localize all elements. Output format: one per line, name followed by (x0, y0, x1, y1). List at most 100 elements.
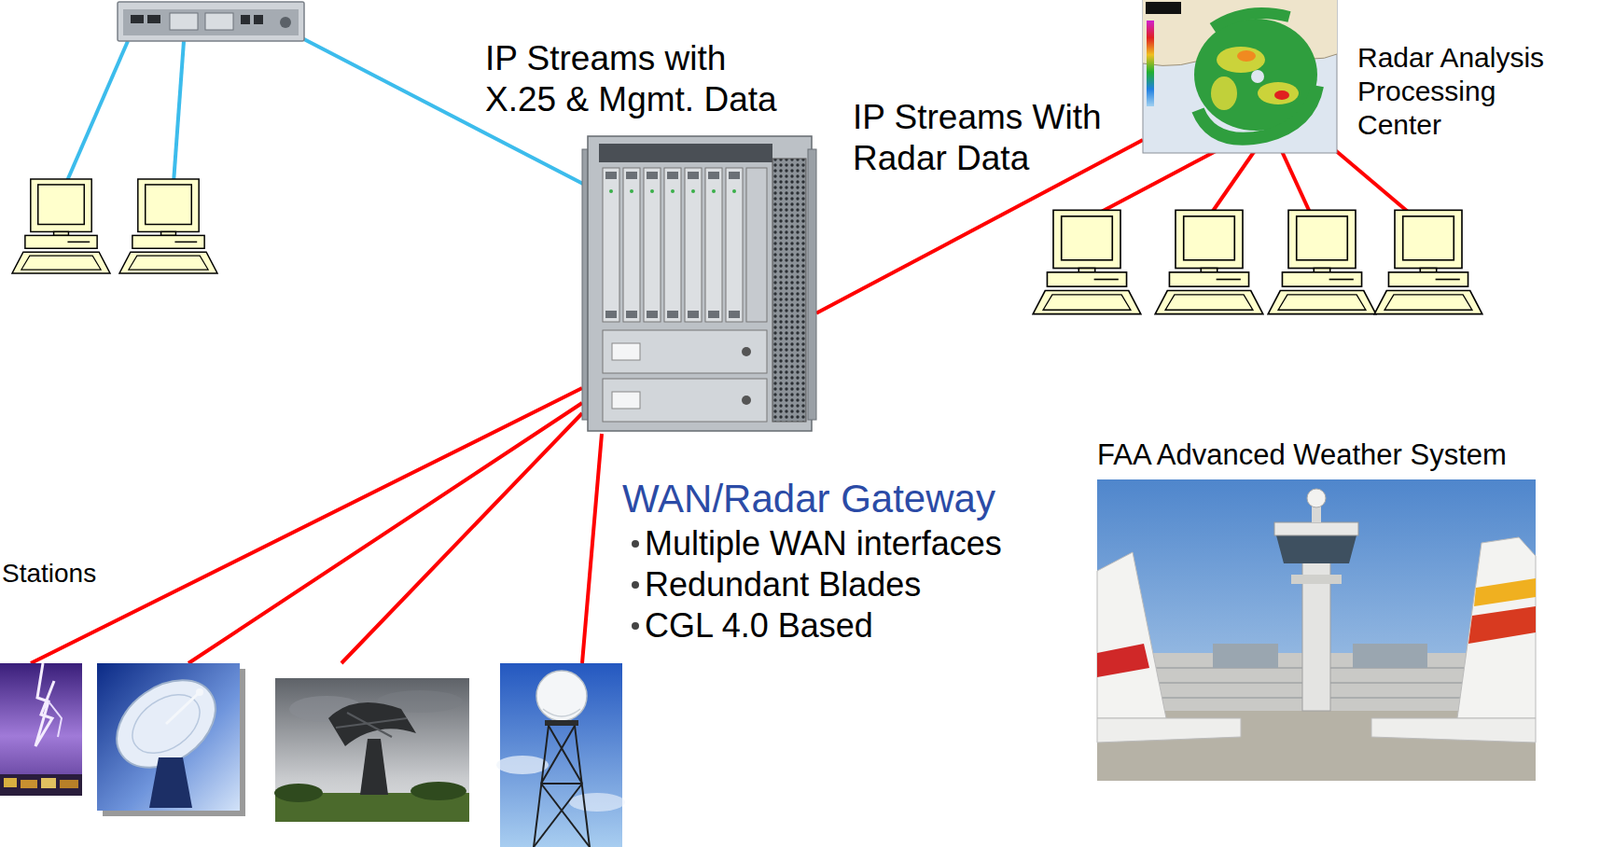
gateway-chassis (807, 149, 817, 420)
gateway-chassis (746, 167, 767, 322)
airport-photo (1276, 535, 1357, 564)
mgmt-server (240, 14, 251, 25)
gateway-chassis (728, 171, 740, 180)
radar-map (1237, 50, 1256, 62)
radome-tower-photo (533, 725, 549, 847)
airport-photo (1097, 479, 1536, 781)
radome-tower-photo (533, 725, 590, 847)
dish-photo (149, 757, 193, 808)
mgmt-server (117, 1, 305, 42)
airport-photo (1468, 606, 1536, 644)
lightning-photo (3, 778, 17, 788)
mgmt-server (117, 1, 305, 42)
antenna-photo (274, 783, 323, 803)
gateway-chassis (646, 171, 658, 180)
mgmt-server (205, 13, 234, 30)
antenna-photo (410, 781, 467, 801)
radar-map (1274, 90, 1290, 100)
feature-bullet: Redundant Blades (644, 564, 921, 606)
bullet-dot (631, 581, 640, 589)
antenna-photo (360, 738, 389, 795)
gateway-title: WAN/Radar Gateway (622, 476, 996, 522)
lan-wire (1209, 149, 1256, 217)
radar-map (1212, 13, 1290, 28)
airport-photo (1097, 552, 1167, 719)
gateway-chassis (646, 310, 658, 319)
airport-photo (1291, 574, 1342, 585)
gateway-chassis (629, 189, 634, 194)
dish-photo (166, 692, 200, 724)
radar-map (1251, 69, 1265, 84)
gateway-chassis (612, 391, 640, 409)
radome-tower-photo (496, 663, 626, 847)
airport-photo (1352, 643, 1428, 668)
dish-photo (97, 662, 246, 817)
gateway-chassis (587, 136, 812, 432)
gateway-chassis (670, 189, 675, 194)
gateway-chassis (602, 330, 767, 374)
gateway-chassis (687, 310, 699, 319)
radar-map (1257, 82, 1299, 105)
mgmt-wire (66, 41, 128, 183)
gateway-chassis (667, 171, 679, 180)
gateway-chassis (609, 189, 737, 194)
lan-wire (1092, 149, 1220, 217)
radar-map (1146, 20, 1155, 107)
gateway-chassis (732, 189, 737, 194)
feature-bullet: Multiple WAN interfaces (644, 523, 1002, 565)
radome-tower-photo (574, 725, 590, 847)
stream-label: IP Streams with X.25 & Mgmt. Data (485, 38, 789, 121)
mgmt-wire (173, 41, 184, 183)
bullet-dot (631, 540, 640, 548)
lan-wire (1092, 149, 1414, 217)
gateway-chassis (708, 310, 720, 319)
gateway-chassis (582, 136, 817, 432)
gateway-chassis (725, 167, 743, 322)
airport-photo (1097, 479, 1536, 781)
data-link (30, 388, 602, 664)
bullet-dot (631, 622, 640, 630)
antenna-photo (275, 678, 470, 822)
radar-map (1145, 1, 1182, 14)
gateway-chassis (711, 189, 716, 194)
stream-label: IP Streams With Radar Data (852, 97, 1124, 180)
lightning-photo (48, 701, 62, 738)
gateway-chassis (708, 171, 720, 180)
gateway-chassis (602, 378, 767, 422)
gateway-chassis (623, 167, 640, 322)
gateway-chassis (741, 395, 752, 405)
gateway-chassis (728, 310, 740, 319)
feature-bullet: CGL 4.0 Based (644, 605, 874, 647)
radome-tower-photo (548, 725, 583, 784)
antenna-photo (347, 712, 392, 738)
gateway-chassis (605, 171, 740, 319)
gateway-chassis (667, 310, 679, 319)
radome-tower-photo (496, 755, 549, 775)
airport-photo (1371, 718, 1536, 743)
radome-tower-photo (544, 720, 579, 726)
dish-photo (195, 688, 204, 696)
gateway-chassis (643, 167, 661, 322)
lightning-photo (59, 779, 79, 789)
gateway-chassis (598, 143, 773, 163)
gateway-chassis (705, 167, 723, 322)
radome-tower-photo (533, 783, 583, 847)
radome-tower-photo (541, 782, 583, 785)
lightning-photo (41, 778, 56, 789)
lan-wire (1280, 149, 1312, 217)
radome-tower-photo (500, 663, 623, 847)
lightning-photo (0, 774, 83, 796)
radar-map (1216, 46, 1266, 73)
mgmt-server (279, 16, 292, 28)
workstation (1374, 209, 1483, 314)
airport-photo (1097, 643, 1150, 678)
weather-system-node: FAA Advanced Weather System (1097, 479, 1536, 781)
radome-tower-photo (569, 793, 626, 812)
stations-group: Stations (0, 663, 626, 847)
gateway-chassis (684, 167, 702, 322)
gateway-chassis (741, 347, 752, 357)
gateway-chassis (626, 171, 638, 180)
center-label: Radar Analysis Processing Center (1357, 41, 1559, 142)
radome-tower-photo (541, 783, 590, 847)
